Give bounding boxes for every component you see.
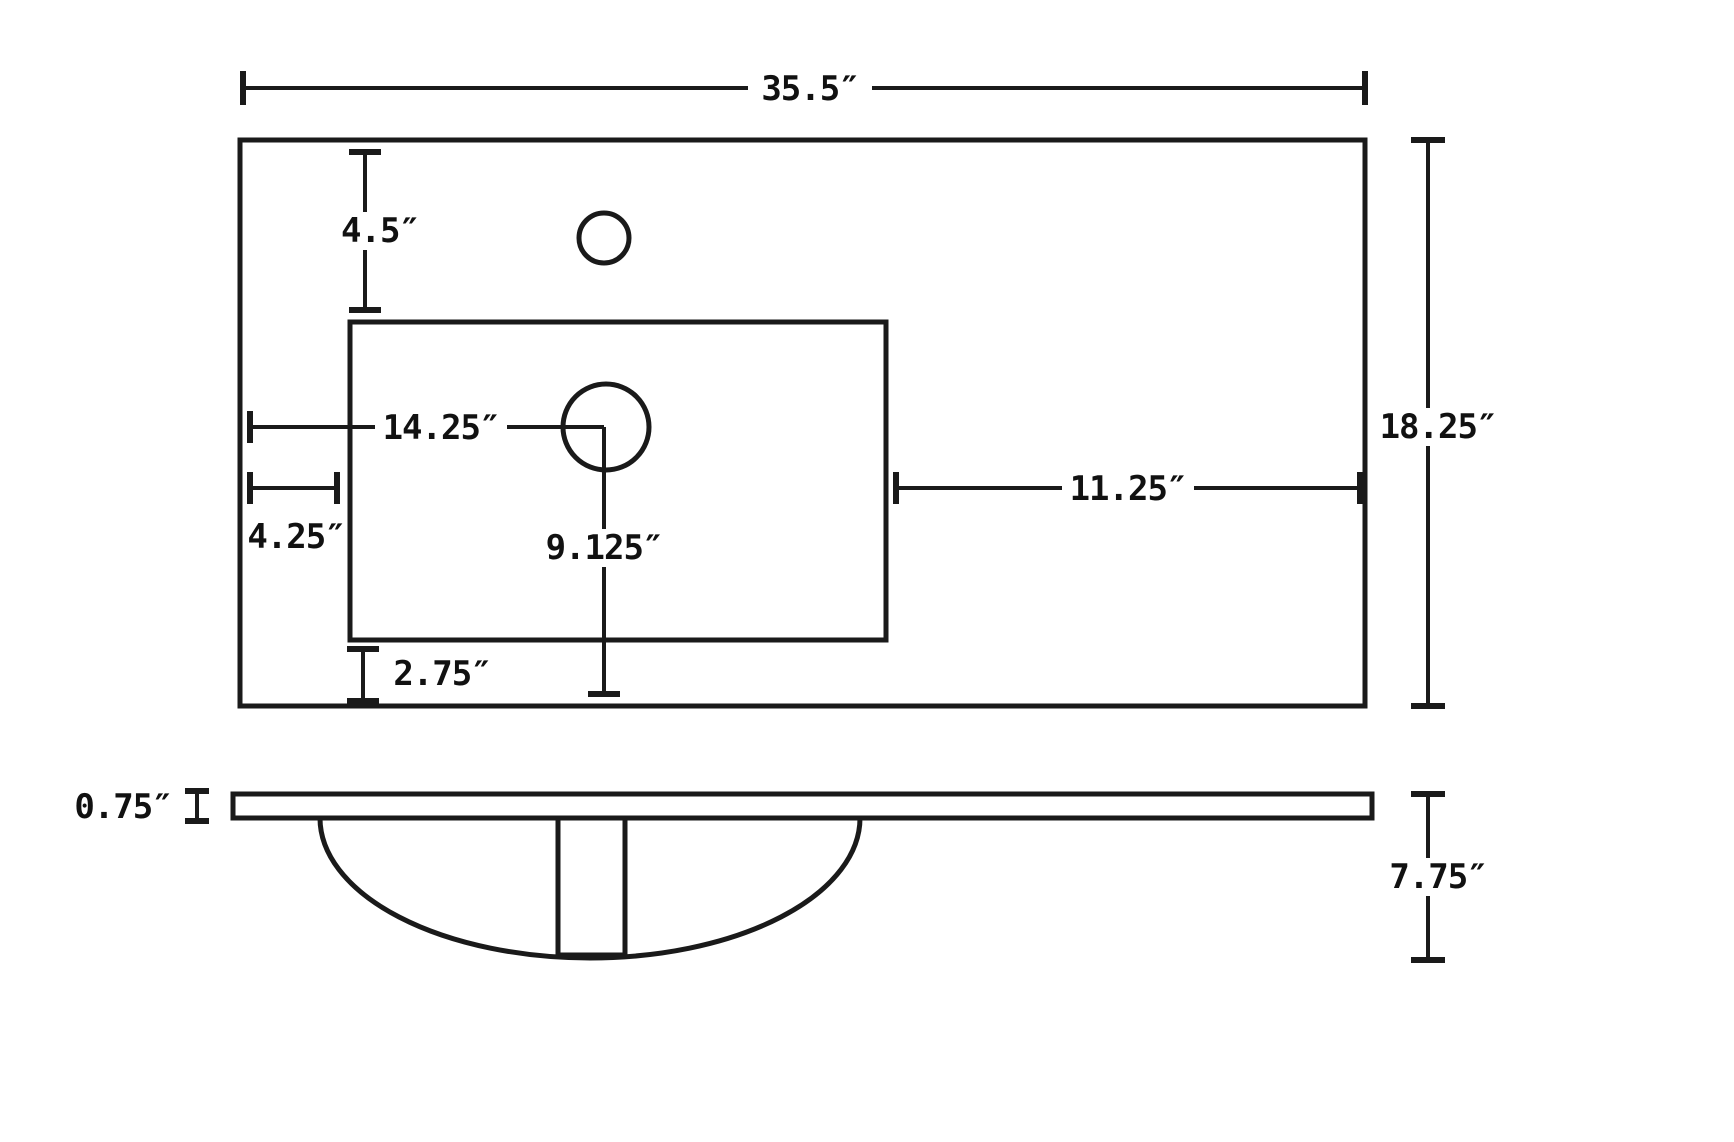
dim-label-overall-depth: 18.25″ — [1380, 407, 1497, 447]
dim-label-basin-left-offset: 4.25″ — [247, 517, 344, 557]
label-mask — [538, 529, 670, 567]
label-mask — [1378, 858, 1498, 896]
label-mask — [1372, 408, 1504, 446]
faucet-hole — [576, 210, 632, 266]
drain-pipe — [555, 815, 628, 958]
countertop-outline — [237, 137, 1368, 709]
basin-cutout-outline — [347, 319, 889, 643]
dim-label-overall-height: 7.75″ — [1389, 857, 1486, 897]
label-mask — [1062, 470, 1194, 508]
dim-label-basin-front-offset: 2.75″ — [393, 654, 490, 694]
dim-label-basin-right-offset: 11.25″ — [1070, 469, 1187, 509]
basin-side-profile — [317, 817, 863, 961]
dim-basin-front-offset — [347, 646, 379, 704]
label-masks — [334, 70, 1504, 896]
dim-label-deck-thickness: 0.75″ — [74, 787, 171, 827]
dim-basin-left-offset — [247, 472, 340, 504]
dim-label-drain-from-left: 14.25″ — [383, 408, 500, 448]
dimension-labels: 35.5″ 18.25″ 4.5″ 14.25″ 4.25″ 11.25″ 9.… — [74, 69, 1497, 897]
dim-label-overall-width: 35.5″ — [761, 69, 858, 109]
label-mask — [334, 212, 426, 250]
dim-deck-thickness — [185, 788, 209, 824]
dim-label-faucet-offset: 4.5″ — [341, 211, 419, 251]
dim-label-drain-from-front: 9.125″ — [546, 528, 663, 568]
label-mask — [375, 409, 507, 447]
side-view — [230, 791, 1375, 961]
countertop-side-profile — [230, 791, 1375, 821]
label-mask — [748, 70, 872, 108]
